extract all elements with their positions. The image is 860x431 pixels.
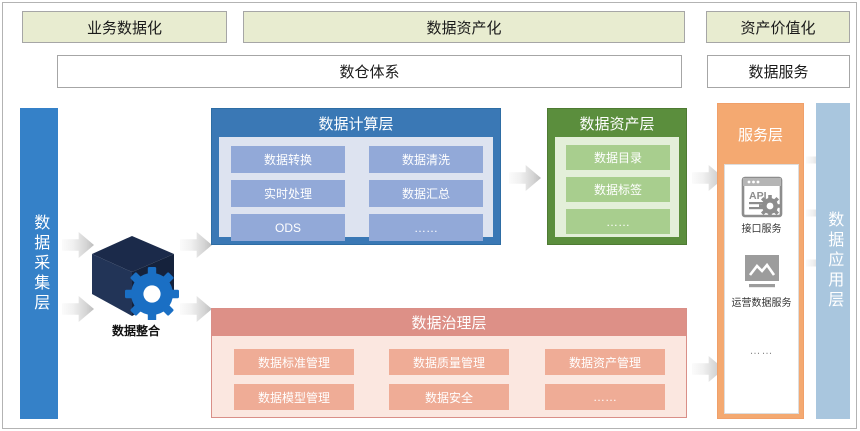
api-window-icon: API (741, 176, 782, 218)
compute-chip-5[interactable]: ODS (231, 214, 345, 241)
banner-label: 资产价值化 (740, 19, 816, 37)
integration-label: 数据整合 (111, 324, 160, 338)
service-item-api-label: 接口服务 (741, 224, 782, 235)
service-more-dots: …… (749, 345, 774, 357)
panel-compute-layer: 数据计算层 数据转换 数据清洗 实时处理 数据汇总 ODS …… (211, 108, 501, 245)
subbanner-data-service: 数据服务 (707, 55, 850, 88)
asset-chip-3[interactable]: …… (566, 209, 670, 234)
compute-chip-2[interactable]: 数据清洗 (369, 146, 483, 173)
service-item-operations[interactable]: 运营数据服务 (725, 253, 798, 311)
compute-chip-1[interactable]: 数据转换 (231, 146, 345, 173)
asset-chip-2[interactable]: 数据标签 (566, 177, 670, 202)
service-layer-body: API (724, 164, 799, 414)
compute-chip-6[interactable]: …… (369, 214, 483, 241)
service-item-operations-label: 运营数据服务 (731, 298, 792, 309)
banner-label: 数据资产化 (426, 19, 502, 37)
governance-layer-body: 数据标准管理 数据质量管理 数据资产管理 数据模型管理 数据安全 …… (212, 336, 686, 417)
governance-layer-title: 数据治理层 (212, 309, 686, 336)
asset-chip-1[interactable]: 数据目录 (566, 145, 670, 170)
governance-chip-4[interactable]: 数据模型管理 (234, 384, 354, 410)
asset-layer-body: 数据目录 数据标签 …… (555, 137, 679, 237)
service-item-api[interactable]: API (725, 175, 798, 237)
subbanner-warehouse-system: 数仓体系 (57, 55, 682, 88)
banner-label: 业务数据化 (86, 19, 162, 37)
governance-chip-2[interactable]: 数据质量管理 (389, 349, 509, 375)
subbanner-label: 数仓体系 (339, 64, 400, 81)
governance-chip-3[interactable]: 数据资产管理 (545, 349, 665, 375)
service-layer-title: 服务层 (737, 126, 783, 144)
banner-asset-valuation: 资产价值化 (706, 11, 850, 43)
governance-chip-1[interactable]: 数据标准管理 (234, 349, 354, 375)
compute-chip-4[interactable]: 数据汇总 (369, 180, 483, 207)
cube-gear-icon (92, 236, 179, 321)
compute-layer-title: 数据计算层 (318, 115, 394, 133)
monitor-chart-icon (744, 255, 779, 288)
integration-icon-group: 数据整合 (90, 232, 182, 342)
subbanner-label: 数据服务 (748, 64, 809, 81)
panel-governance-layer: 数据治理层 数据标准管理 数据质量管理 数据资产管理 数据模型管理 数据安全 …… (211, 308, 687, 418)
compute-chip-3[interactable]: 实时处理 (231, 180, 345, 207)
governance-chip-5[interactable]: 数据安全 (389, 384, 509, 410)
left-column-data-collection: 数据采集层 (20, 108, 58, 419)
panel-asset-layer: 数据资产层 数据目录 数据标签 …… (547, 108, 687, 245)
left-column-label: 数据采集层 (31, 213, 49, 314)
right-column-data-application: 数据应用层 (816, 103, 850, 419)
asset-layer-title: 数据资产层 (579, 115, 655, 133)
banner-business-datafication: 业务数据化 (22, 11, 227, 43)
compute-layer-body: 数据转换 数据清洗 实时处理 数据汇总 ODS …… (219, 137, 493, 241)
banner-data-assetization: 数据资产化 (243, 11, 685, 43)
right-column-label: 数据应用层 (825, 211, 843, 311)
governance-chip-6[interactable]: …… (545, 384, 665, 410)
panel-service-layer: 服务层 API (717, 103, 804, 419)
